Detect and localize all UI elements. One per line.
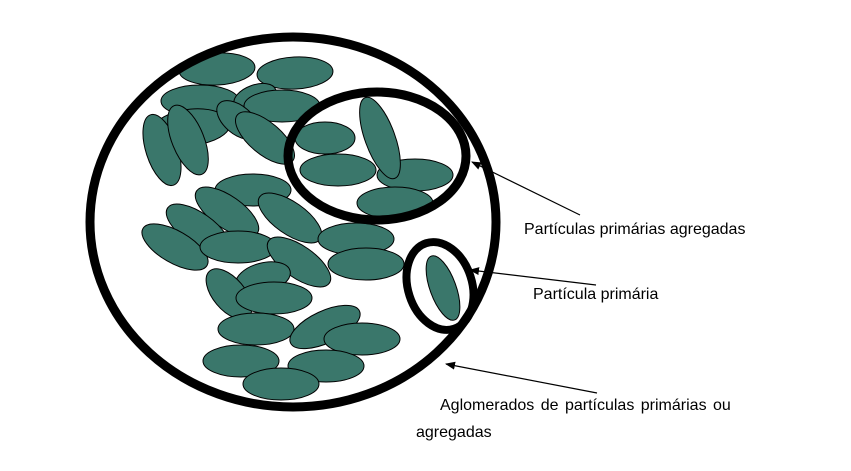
particle — [327, 247, 405, 281]
particle — [425, 255, 461, 321]
agglomerates-label-line-2: agregadas — [416, 424, 492, 441]
primary-pointer — [469, 267, 597, 286]
aggregate-pointer — [471, 161, 581, 216]
particle — [299, 153, 377, 187]
particle — [323, 322, 401, 356]
particle — [217, 312, 295, 346]
particle — [178, 52, 256, 86]
primary-particles — [141, 52, 461, 401]
particle — [141, 223, 209, 271]
particle — [359, 96, 401, 180]
aggregate-outline — [283, 87, 471, 225]
particle — [167, 104, 209, 176]
particle — [242, 367, 320, 401]
particle — [294, 121, 356, 155]
particle — [256, 56, 334, 90]
aggregated-particles-label: Partículas primárias agregadas — [524, 221, 746, 238]
primary-particle-outline — [402, 238, 478, 334]
primary-particle-label: Partícula primária — [533, 286, 659, 303]
particle — [235, 281, 313, 315]
particle — [202, 344, 280, 378]
agglomerates-label-line-1: Aglomerados de partículas primárias ou — [440, 397, 731, 414]
agglomerate-outline — [85, 32, 501, 412]
particle — [199, 230, 277, 264]
agglomerate-pointer — [445, 361, 598, 394]
